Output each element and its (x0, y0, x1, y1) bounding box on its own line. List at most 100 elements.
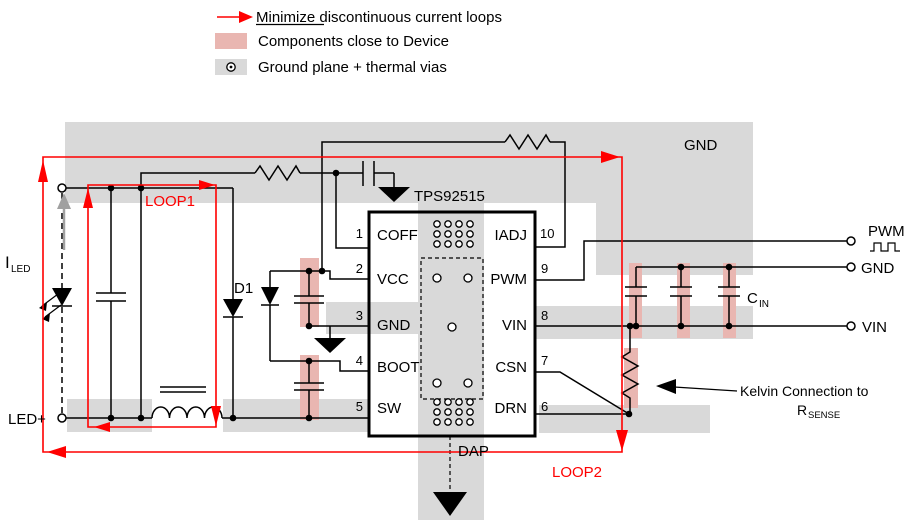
d1-label: D1 (234, 280, 253, 297)
led-icon (39, 288, 72, 322)
pin-name-coff: COFF (377, 227, 418, 244)
cin-label: C (747, 290, 758, 307)
pin-num-8: 8 (541, 308, 548, 323)
kelvin-label-r-sub: SENSE (808, 410, 840, 421)
pwm-terminal (846, 236, 856, 246)
vcc-node-wire (270, 270, 369, 280)
pin-name-vcc: VCC (377, 271, 409, 288)
zone-rsense (624, 348, 638, 408)
dap-label: DAP (458, 443, 489, 460)
gnd-plane-label: GND (684, 137, 718, 154)
kelvin-label-r: R (797, 402, 807, 418)
boot-diode-icon (261, 271, 279, 361)
loop1-up-arrow-icon (83, 188, 93, 208)
iadj-resistor-icon (504, 133, 551, 151)
iadj-network (321, 133, 566, 271)
ground-plane-regions (65, 122, 753, 520)
vin-terminal (846, 321, 856, 331)
dap-pad-outline (420, 257, 484, 400)
legend: Minimize discontinuous current loops Com… (215, 9, 502, 76)
recirculating-diode-d1-icon (223, 188, 243, 418)
kelvin-label-line1: Kelvin Connection to (740, 383, 869, 399)
pin-name-pwm: PWM (490, 271, 527, 288)
loop1-left-arrow-icon (94, 422, 110, 432)
circuit-wiring (39, 133, 847, 516)
kelvin-left-arrow-icon (656, 379, 676, 394)
pin-num-4: 4 (356, 353, 363, 368)
pin-name-gnd: GND (377, 317, 411, 334)
junction-dots (107, 169, 733, 422)
gnd-plane-center-band (418, 203, 484, 520)
boot-capacitor-icon (294, 361, 324, 418)
zone-boot-cap (300, 355, 319, 420)
gnd-plane-vin-strip (535, 306, 753, 339)
pin-num-9: 9 (541, 261, 548, 276)
thermal-vias (432, 220, 474, 426)
pin-name-drn: DRN (495, 400, 528, 417)
loop1-label: LOOP1 (145, 193, 195, 210)
gnd-pin-wire (309, 325, 369, 338)
gnd-plane-pin3-strip (326, 302, 418, 334)
boot-node-wire (270, 360, 369, 372)
legend-close-components-label: Components close to Device (258, 33, 449, 50)
current-loops: LOOP1 LOOP2 (38, 151, 628, 481)
loop2-label: LOOP2 (552, 464, 602, 481)
pwm-waveform-icon (870, 242, 900, 252)
pin-num-7: 7 (541, 353, 548, 368)
gnd-terminal (846, 262, 856, 272)
legend-minimize-loops-label: Minimize discontinuous current loops (256, 9, 502, 26)
pin-num-1: 1 (356, 226, 363, 241)
ic-part-number: TPS92515 (414, 188, 485, 205)
ground-symbol-icon (378, 187, 410, 202)
pin-num-5: 5 (356, 399, 363, 414)
pin-name-iadj: IADJ (494, 227, 527, 244)
pwm-wire (535, 240, 847, 281)
csn-kelvin-wire (535, 371, 630, 415)
loop2-left-arrow-icon (47, 446, 66, 458)
led-minus-terminal (57, 183, 67, 193)
ic-tps92515 (367, 210, 537, 438)
loop2-down-arrow-icon (616, 430, 628, 451)
gnd-plane-top (65, 122, 753, 275)
coff-resistor-icon (254, 164, 301, 182)
led-plus-label: LED+ (8, 411, 46, 428)
iled-label-sub: LED (11, 264, 30, 275)
legend-close-components-swatch (215, 33, 247, 49)
legend-loop-arrow-icon (217, 11, 253, 23)
vin-terminal-label: VIN (862, 319, 887, 336)
iled-label: I (5, 253, 10, 272)
pin-name-sw: SW (377, 400, 402, 417)
gnd-plane-sw-strip (223, 399, 369, 432)
kelvin-annotation (656, 379, 738, 394)
iled-up-arrow-icon (57, 193, 71, 209)
terminals (57, 183, 856, 423)
loop1-right-arrow-icon (199, 180, 215, 190)
vcc-capacitor-icon (294, 271, 324, 326)
inductor-core-bars (160, 386, 206, 393)
loop1-down-arrow-icon (211, 406, 221, 426)
pin-name-boot: BOOT (377, 359, 420, 376)
loop2-right-arrow-icon (601, 151, 620, 163)
pwm-terminal-label: PWM (868, 223, 905, 240)
gnd-terminal-label: GND (861, 260, 895, 277)
cin-label-sub: IN (759, 299, 769, 310)
pin-name-csn: CSN (495, 359, 527, 376)
dap-thermal-arrow-icon (433, 492, 467, 516)
pin-num-6: 6 (541, 399, 548, 414)
pin-num-10: 10 (540, 226, 554, 241)
loop2-up-arrow-icon (38, 160, 48, 182)
gnd-plane-drn-strip (539, 405, 710, 433)
loop1-path (87, 184, 217, 428)
ground-symbol-icon (314, 338, 346, 353)
diagram-labels: GND TPS92515 COFF VCC GND BOOT SW IADJ P… (5, 137, 905, 460)
inductor-icon (151, 406, 223, 419)
legend-ground-plane-label: Ground plane + thermal vias (258, 59, 447, 76)
pin-num-2: 2 (356, 261, 363, 276)
cin-capacitors-icon (625, 267, 740, 326)
pin-num-3: 3 (356, 308, 363, 323)
coff-network (140, 161, 410, 249)
loop2-path (42, 156, 623, 453)
output-capacitor-icon (96, 188, 126, 418)
iled-direction (57, 193, 71, 250)
